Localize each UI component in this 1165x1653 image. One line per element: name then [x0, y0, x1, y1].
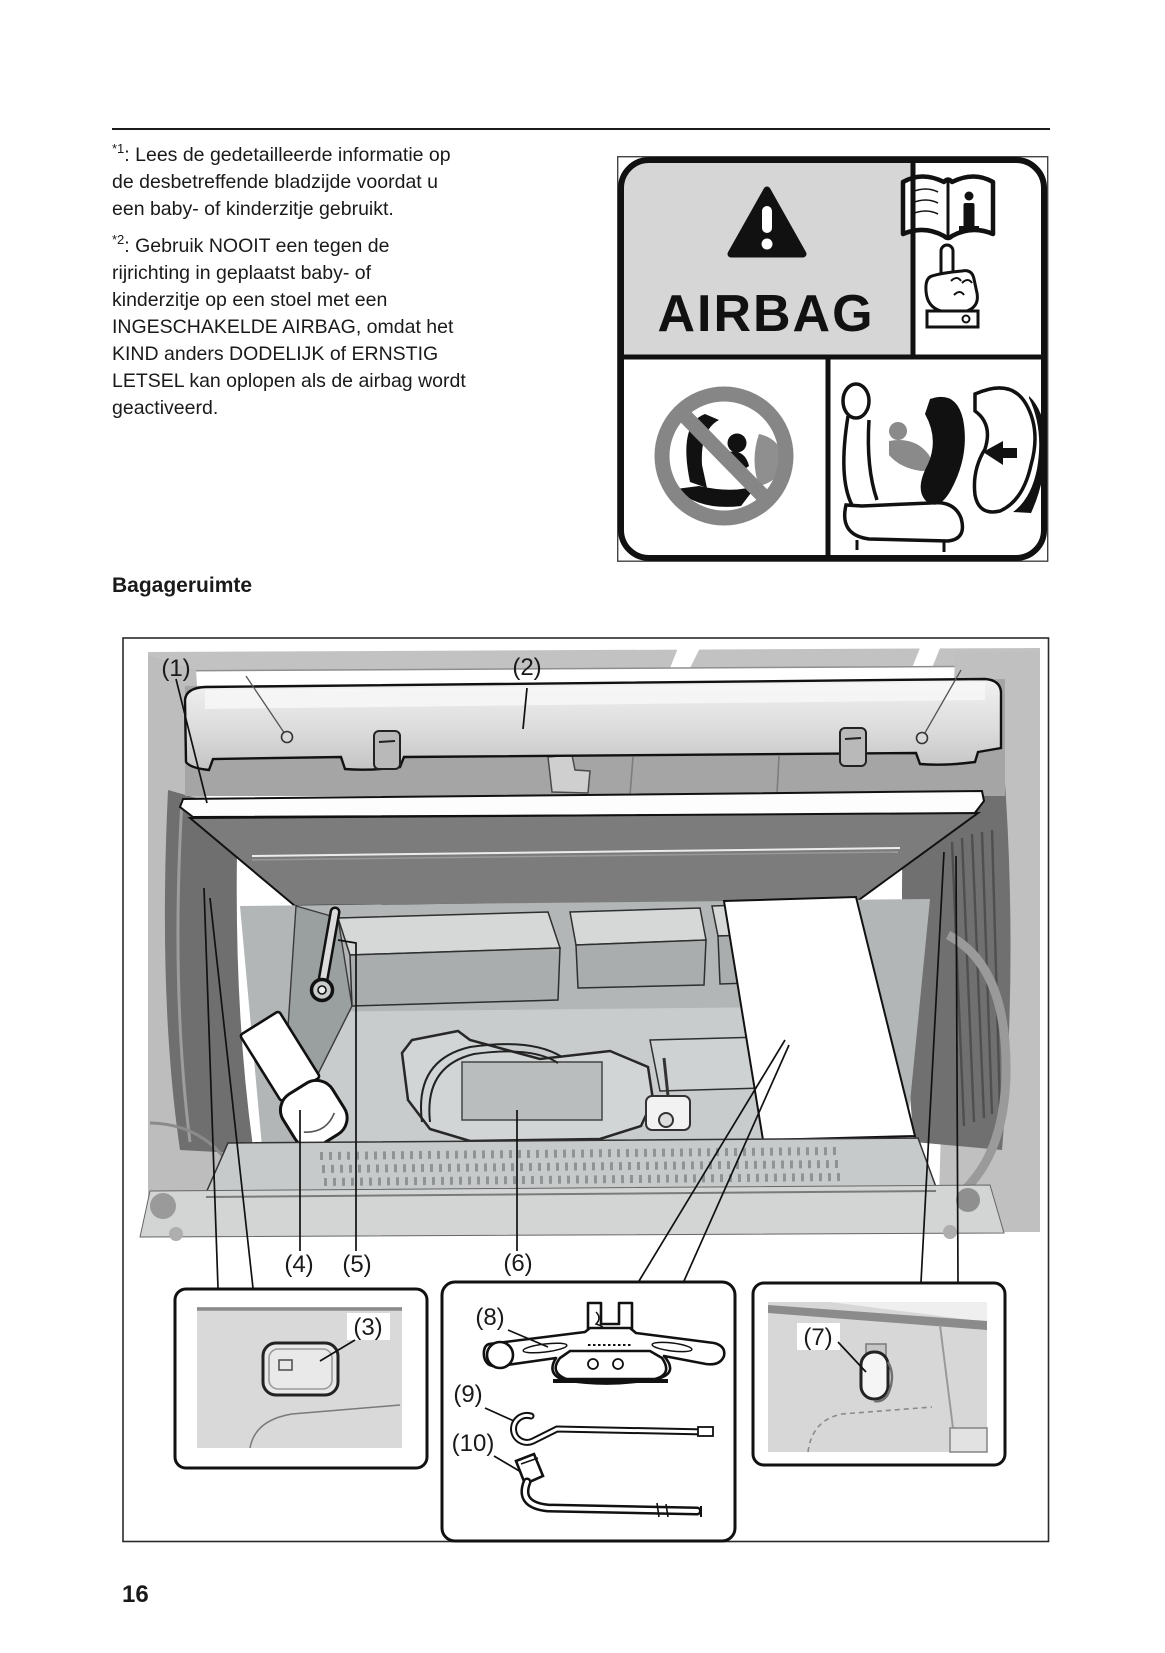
pointing-hand-icon: [924, 243, 980, 329]
footnote-1: *1: Lees de gedetailleerde informatie op…: [112, 142, 604, 223]
leader-lines: [175, 678, 959, 1289]
inset-bag-hook: (7): [751, 1281, 1007, 1467]
callout-8: (8): [475, 1304, 504, 1331]
owner-manual-book-icon: [900, 174, 996, 241]
shelf-tether-hooks: [245, 669, 962, 745]
inset-jack-tools: (8) (9) (10): [440, 1280, 737, 1543]
inset-side-cover: (3): [173, 1287, 429, 1470]
footnote-2-marker: *2: [112, 231, 125, 247]
callout-2: (2): [512, 654, 541, 681]
callout-7: (7): [803, 1324, 832, 1351]
lifted-floor-panel: [722, 895, 917, 1142]
board-holder-pin: [645, 1057, 691, 1131]
no-rear-facing-child-seat-icon: [654, 386, 794, 526]
airbag-warning-label: AIRBAG: [617, 156, 1049, 562]
bag-hook: [859, 1350, 890, 1401]
callout-9: (9): [453, 1381, 482, 1408]
jack-handle-rod: [309, 906, 341, 1003]
callout-1: (1): [161, 655, 190, 682]
luggage-compartment-figure: (1) (2) (4) (5) (6) (3): [122, 637, 1050, 1543]
tow-hook-rod: [510, 1411, 714, 1446]
airbag-deployment-icon: [841, 382, 1046, 552]
callout-5: (5): [342, 1251, 371, 1278]
suitcase-glyph-icon: [278, 1359, 293, 1371]
footnote-1-text: : Lees de gedetailleerde informatie op d…: [112, 144, 451, 220]
side-cover-lid: [261, 1341, 340, 1397]
tool-bag: [400, 1029, 655, 1143]
page-number: 16: [122, 1581, 149, 1608]
scissor-jack: [482, 1301, 726, 1385]
footnote-2: *2: Gebruik NOOIT een tegen de rijrichti…: [112, 233, 604, 422]
footnote-2-text: : Gebruik NOOIT een tegen de rijrichting…: [112, 235, 466, 419]
callout-3: (3): [353, 1314, 382, 1341]
shelf-clips: [373, 727, 867, 770]
wheel-nut-wrench: [514, 1452, 702, 1518]
section-heading: Bagageruimte: [112, 574, 253, 597]
warning-triangle-icon: [727, 186, 807, 258]
storage-bottle: [239, 1010, 349, 1150]
header-rule: [112, 128, 1050, 130]
airbag-title: AIRBAG: [657, 285, 874, 343]
callout-4: (4): [284, 1251, 313, 1278]
callout-10: (10): [452, 1430, 495, 1457]
footnote-1-marker: *1: [112, 140, 125, 156]
callout-6: (6): [503, 1250, 532, 1277]
footnotes: *1: Lees de gedetailleerde informatie op…: [112, 142, 604, 422]
